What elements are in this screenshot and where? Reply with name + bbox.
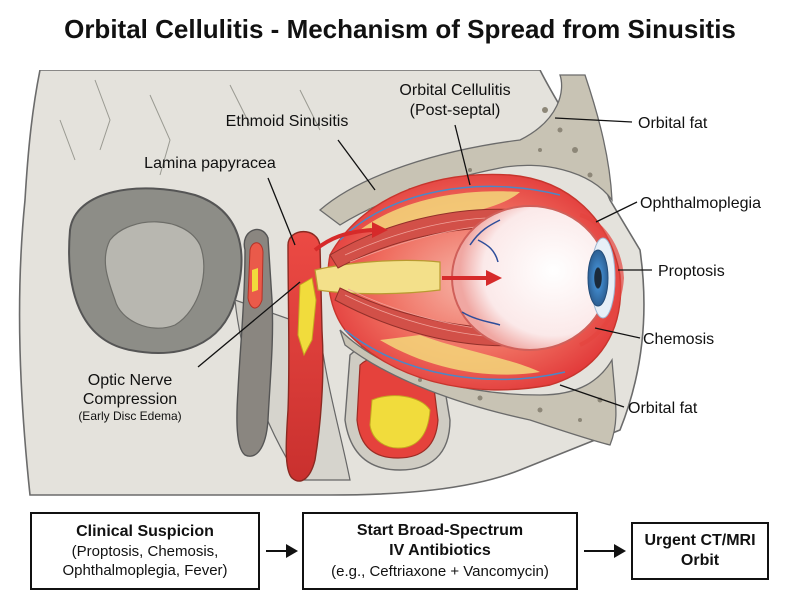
left-ethmoid-column: [236, 228, 274, 457]
label-optic-nerve-2: Compression: [83, 391, 177, 408]
left-ethmoid-pus: [252, 268, 258, 292]
label-optic-nerve-3: (Early Disc Edema): [78, 409, 181, 423]
orbital-fat-upper: [360, 191, 520, 230]
label-lamina-papyracea: Lamina papyracea: [144, 155, 276, 172]
orbital-fat-lower: [380, 335, 540, 375]
orbital-anatomy-illustration: Orbital Cellulitis (Post-septal) Ethmoid…: [18, 70, 761, 496]
orbital-septum-upper: [339, 185, 561, 241]
flow-step-imaging: Urgent CT/MRI Orbit: [631, 522, 769, 580]
flow-step-1-heading: Clinical Suspicion: [76, 522, 214, 540]
label-orbital-fat-bottom: Orbital fat: [628, 400, 698, 417]
orbital-septum-lower: [344, 329, 566, 381]
iris: [587, 249, 609, 307]
flow-arrow-1: [266, 544, 298, 558]
ethmoid-pus: [297, 277, 317, 357]
flow-step-3-heading-1: Urgent CT/MRI: [644, 531, 756, 549]
retinal-vessels: [461, 219, 501, 326]
flow-step-2-detail: (e.g., Ceftriaxone + Vancomycin): [331, 562, 549, 580]
label-ophthalmoplegia: Ophthalmoplegia: [640, 195, 761, 212]
label-chemosis: Chemosis: [643, 331, 714, 348]
flow-arrow-2: [584, 544, 626, 558]
flow-step-3-heading-2: Orbit: [680, 552, 720, 569]
flow-step-clinical-suspicion: Clinical Suspicion (Proptosis, Chemosis,…: [30, 512, 260, 590]
flow-step-1-detail-2: Ophthalmoplegia, Fever): [62, 562, 228, 580]
maxillary-sinus-pus: [369, 395, 431, 449]
label-orbital-cellulitis: Orbital Cellulitis: [399, 82, 510, 99]
flow-step-antibiotics: Start Broad-Spectrum IV Antibiotics (e.g…: [302, 512, 578, 590]
label-proptosis: Proptosis: [658, 263, 725, 280]
flow-step-1-detail-1: (Proptosis, Chemosis,: [71, 543, 219, 561]
spread-arrow-upper-head: [372, 222, 388, 238]
spread-arrow-upper: [313, 228, 373, 252]
leader-lines: [197, 117, 652, 408]
chemosis-swelling: [579, 213, 625, 347]
flow-step-2-heading-1: Start Broad-Spectrum: [356, 521, 524, 539]
page-title: Orbital Cellulitis - Mechanism of Spread…: [64, 14, 736, 44]
label-orbital-fat-top: Orbital fat: [638, 115, 708, 132]
label-optic-nerve-1: Optic Nerve: [88, 372, 173, 389]
spread-arrow-lower-head: [486, 270, 502, 286]
label-ethmoid-sinusitis: Ethmoid Sinusitis: [226, 113, 349, 130]
flow-step-2-heading-2: IV Antibiotics: [389, 542, 491, 560]
contralateral-orbit-inner: [104, 221, 205, 329]
label-post-septal: (Post-septal): [410, 102, 501, 119]
skull-suture: [59, 79, 321, 176]
